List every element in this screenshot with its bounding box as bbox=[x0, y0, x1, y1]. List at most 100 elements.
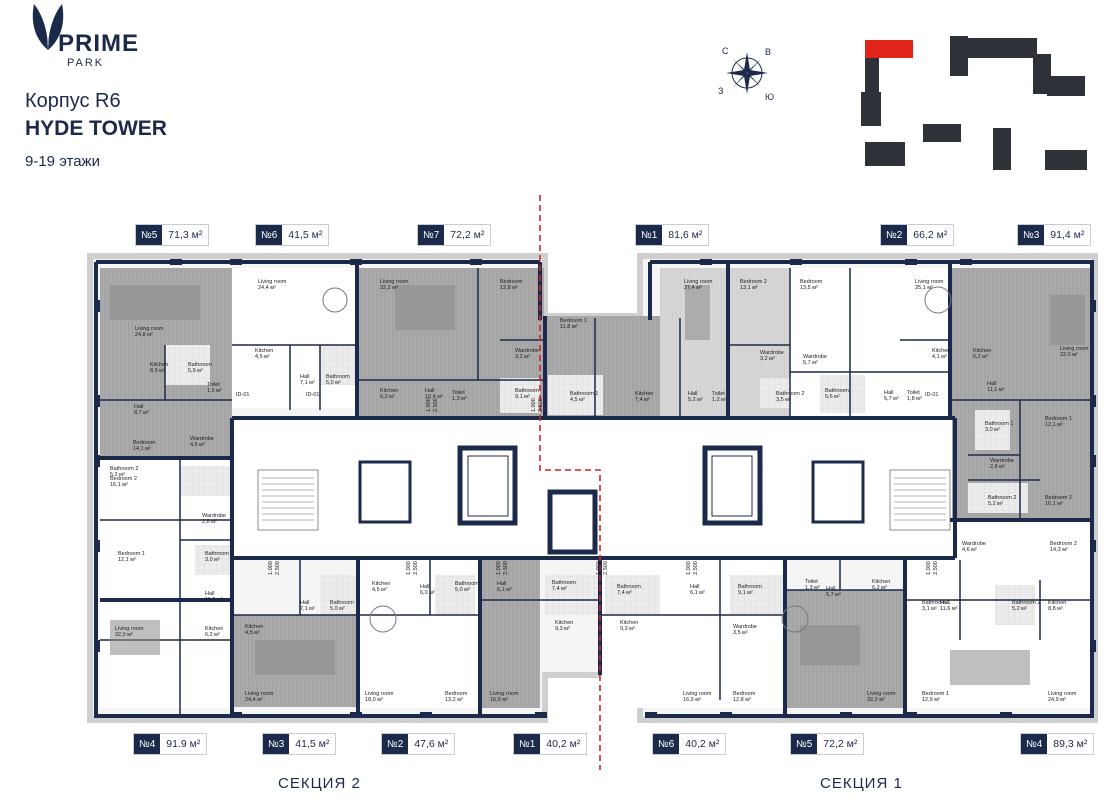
room-label: Kitchen bbox=[932, 348, 950, 354]
height-mark: 2.500 bbox=[413, 561, 419, 575]
room-label: Living room bbox=[867, 691, 896, 697]
room-label: Living room bbox=[380, 279, 409, 285]
room-label: Bathroom bbox=[330, 600, 354, 606]
room-label: Bathroom 2 bbox=[110, 466, 138, 472]
room-area: 9,3 м² bbox=[620, 626, 635, 632]
room-area: 14,3 м² bbox=[1050, 547, 1068, 553]
room-area: 6,2 м² bbox=[380, 394, 395, 400]
room-label: Bedroom bbox=[800, 279, 823, 285]
height-mark: 1.000 bbox=[496, 561, 502, 575]
room-label: Wardrobe bbox=[990, 458, 1014, 464]
room-label: Hall bbox=[425, 388, 434, 394]
room-label: Kitchen bbox=[205, 626, 223, 632]
room-label: Kitchen bbox=[620, 620, 638, 626]
room-label: Bathroom 1 bbox=[570, 391, 598, 397]
room-label: Kitchen bbox=[245, 624, 263, 630]
room-area: 7,4 м² bbox=[552, 586, 567, 592]
compass-south-label: Ю bbox=[765, 92, 774, 102]
room-label: Kitchen bbox=[380, 388, 398, 394]
room-label: Hall bbox=[300, 600, 309, 606]
room-label: Bathroom bbox=[188, 362, 212, 368]
brand-sub: PARK bbox=[67, 57, 105, 69]
height-mark: 2.500 bbox=[933, 561, 939, 575]
room-area: 7,1 м² bbox=[300, 606, 315, 612]
room-area: 7,4 м² bbox=[617, 590, 632, 596]
room-label: Bathroom 1 bbox=[922, 600, 950, 606]
room-label: Bathroom bbox=[552, 580, 576, 586]
room-area: 6,2 м² bbox=[973, 354, 988, 360]
room-label: Hall bbox=[940, 600, 949, 606]
staircase-steps bbox=[262, 477, 946, 521]
room-area: 5,0 м² bbox=[326, 380, 341, 386]
room-area: 5,6 м² bbox=[825, 394, 840, 400]
room-area: 1,5 м² bbox=[207, 388, 222, 394]
room-label: Hall bbox=[497, 581, 506, 587]
room-area: 24,8 м² bbox=[135, 332, 153, 338]
room-area: 6,0 м² bbox=[420, 590, 435, 596]
room-area: 12,1 м² bbox=[1045, 422, 1063, 428]
height-mark: 1.000 bbox=[686, 561, 692, 575]
room-label: Wardrobe bbox=[962, 541, 986, 547]
room-area: 4,5 м² bbox=[245, 630, 260, 636]
room-label: Living room bbox=[490, 691, 519, 697]
room-label: Living room bbox=[1048, 691, 1077, 697]
room-area: 12,9 м² bbox=[922, 697, 940, 703]
room-label: Bathroom bbox=[326, 374, 350, 380]
room-area: 6,2 м² bbox=[205, 632, 220, 638]
room-label: Toilet bbox=[712, 391, 725, 397]
room-area: 2,8 м² bbox=[202, 519, 217, 525]
room-area: 4,5 м² bbox=[372, 587, 387, 593]
height-mark: 2.500 bbox=[433, 398, 439, 412]
room-label: Bedroom bbox=[500, 279, 523, 285]
room-label: Living room bbox=[915, 279, 944, 285]
room-area: 24,4 м² bbox=[245, 697, 263, 703]
room-area: 4,6 м² bbox=[962, 547, 977, 553]
compass-rose-icon: С В Ю З bbox=[718, 46, 774, 102]
room-area: 6,7 м² bbox=[884, 396, 899, 402]
room-label: Bathroom 1 bbox=[985, 421, 1013, 427]
room-label: Bathroom 2 bbox=[776, 391, 804, 397]
room-label: Bathroom 2 bbox=[1012, 600, 1040, 606]
room-area: 8,9 м² bbox=[150, 368, 165, 374]
room-label: Living room bbox=[683, 691, 712, 697]
room-area: 16,9 м² bbox=[683, 697, 701, 703]
floor-range: 9-19 этажи bbox=[25, 153, 100, 170]
brand-name: PRIME bbox=[58, 30, 140, 57]
room-area: 3,2 м² bbox=[760, 356, 775, 362]
room-area: 6,2 м² bbox=[872, 585, 887, 591]
room-label: Wardrobe bbox=[803, 354, 827, 360]
room-area: 32,2 м² bbox=[380, 285, 398, 291]
room-label: Hall bbox=[884, 390, 893, 396]
room-label: Bathroom bbox=[617, 584, 641, 590]
room-label: Bedroom 1 bbox=[922, 691, 949, 697]
compass-east-label: В bbox=[765, 47, 771, 57]
height-mark: 1.000 bbox=[596, 561, 602, 575]
room-label: Bathroom bbox=[455, 581, 479, 587]
room-label: Living room bbox=[245, 691, 274, 697]
room-area: 18,0 м² bbox=[365, 697, 383, 703]
room-label: Bathroom 2 bbox=[988, 495, 1016, 501]
room-label: Bedroom 2 bbox=[740, 279, 767, 285]
room-area: 8,8 м² bbox=[1048, 606, 1063, 612]
room-label: Hall bbox=[420, 584, 429, 590]
room-label: Wardrobe bbox=[190, 436, 214, 442]
room-area: 3,5 м² bbox=[733, 630, 748, 636]
height-mark: 1.000 bbox=[406, 561, 412, 575]
room-area: 24,4 м² bbox=[258, 285, 276, 291]
room-area: 16,1 м² bbox=[1045, 501, 1063, 507]
room-label: Bathroom bbox=[515, 388, 539, 394]
room-label: Living room bbox=[684, 279, 713, 285]
